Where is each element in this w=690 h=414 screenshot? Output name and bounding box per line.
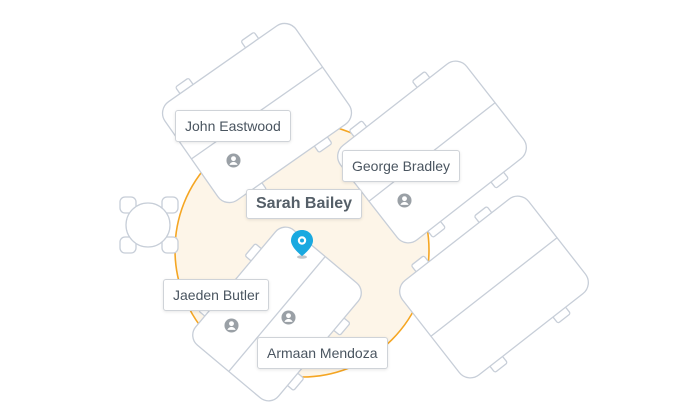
desk-group-3	[399, 195, 589, 379]
person-icon	[281, 310, 296, 325]
person-label-jaeden-butler[interactable]: Jaeden Butler	[163, 279, 270, 311]
person-label-george-bradley[interactable]: George Bradley	[342, 150, 461, 182]
person-label-john-eastwood[interactable]: John Eastwood	[175, 110, 291, 142]
person-label-armaan-mendoza[interactable]: Armaan Mendoza	[257, 337, 388, 369]
focused-person-label[interactable]: Sarah Bailey	[246, 189, 363, 219]
round-table	[119, 196, 179, 254]
location-pin-icon[interactable]	[288, 228, 316, 260]
person-icon	[226, 153, 241, 168]
person-icon	[224, 318, 239, 333]
person-icon	[397, 193, 412, 208]
